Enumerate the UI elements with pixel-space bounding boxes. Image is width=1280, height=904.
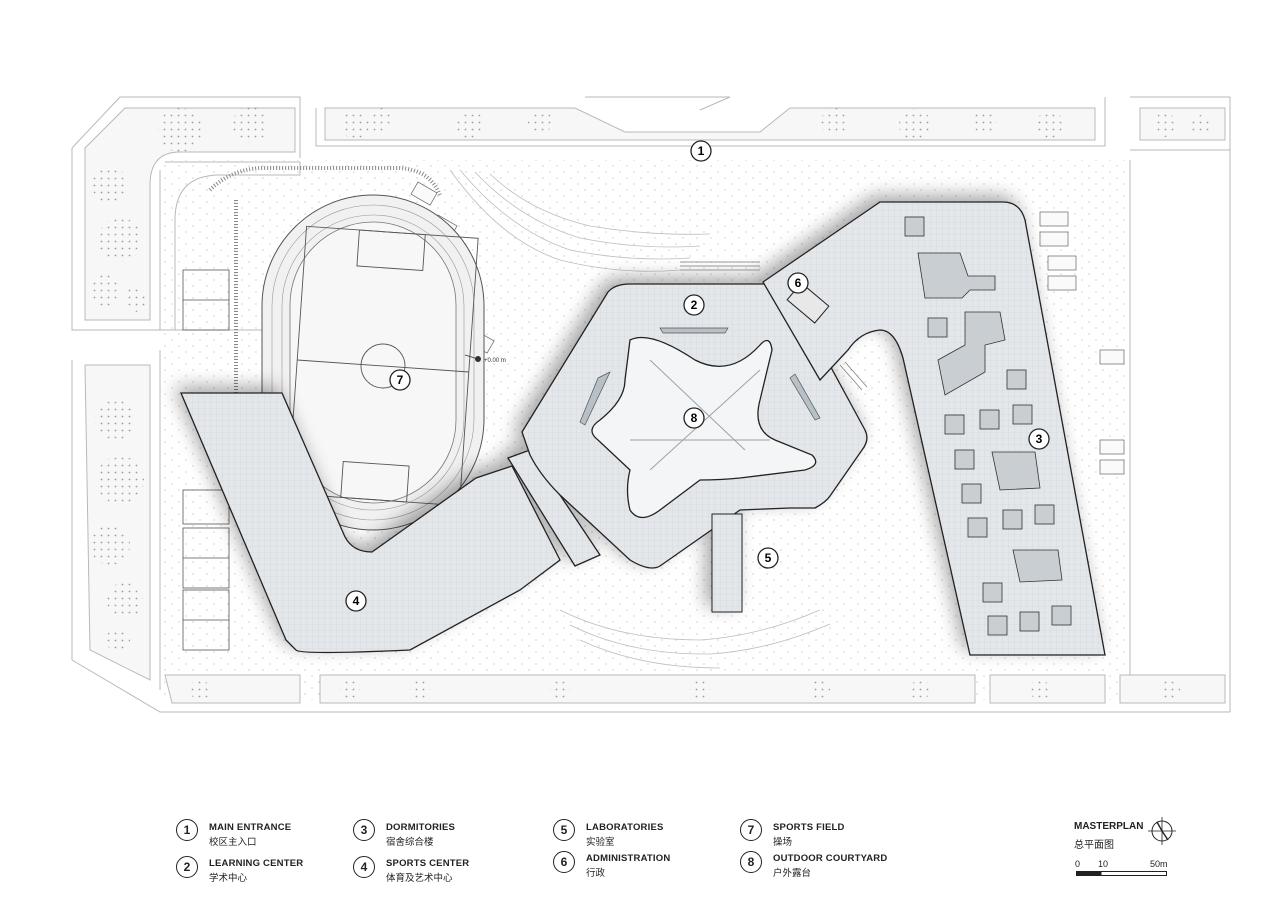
courtyard-paths xyxy=(630,359,770,471)
legend-label-zh: 行政 xyxy=(586,868,606,879)
legend-label-en: LABORATORIES xyxy=(586,822,664,833)
svg-text:8: 8 xyxy=(691,411,698,425)
marker-learning-center: 2 xyxy=(683,294,705,316)
marker-dormitories: 3 xyxy=(1028,428,1050,450)
marker-laboratories: 5 xyxy=(757,547,779,569)
masterplan-drawing: +0.00 m 1 2 3 4 5 6 7 8 xyxy=(71,96,1231,713)
legend-label-zh: 操场 xyxy=(773,837,793,848)
marker-administration: 6 xyxy=(787,272,809,294)
elevation-label: +0.00 m xyxy=(484,358,506,364)
legend-label-zh: 实验室 xyxy=(586,837,615,848)
north-arrow-icon xyxy=(1148,817,1176,845)
legend-label-en: SPORTS CENTER xyxy=(386,858,470,869)
svg-text:1: 1 xyxy=(698,144,705,158)
legend-number: 6 xyxy=(553,851,575,873)
svg-text:2: 2 xyxy=(691,298,698,312)
legend-number: 2 xyxy=(176,856,198,878)
legend-label-zh: 户外露台 xyxy=(773,868,812,879)
scale-label-0: 0 xyxy=(1075,859,1081,869)
sports-field-track xyxy=(208,166,485,550)
outdoor-courtyard xyxy=(591,336,817,519)
legend-label-zh: 校区主入口 xyxy=(209,837,257,848)
scale-label-50m: 50m xyxy=(1150,859,1168,869)
courts xyxy=(182,269,230,651)
dorm-courts xyxy=(904,216,1072,636)
legend-label-en: LEARNING CENTER xyxy=(209,858,304,869)
drawing-title-en: MASTERPLAN xyxy=(1074,821,1144,832)
svg-text:7: 7 xyxy=(397,373,404,387)
legend-number: 1 xyxy=(176,819,198,841)
legend-number: 7 xyxy=(740,819,762,841)
svg-text:6: 6 xyxy=(795,276,802,290)
plan-markers: 1 2 3 4 5 6 7 8 xyxy=(345,140,1050,612)
scale-bar-graphic xyxy=(1076,871,1167,876)
legend-label-zh: 体育及艺术中心 xyxy=(386,873,453,884)
contours xyxy=(449,169,831,669)
svg-text:4: 4 xyxy=(353,594,360,608)
marker-sports-field: 7 xyxy=(389,369,411,391)
marker-sports-center: 4 xyxy=(345,590,367,612)
marker-outdoor-courtyard: 8 xyxy=(683,407,705,429)
elevation-marker: +0.00 m xyxy=(464,354,506,364)
legend-label-en: ADMINISTRATION xyxy=(586,853,671,864)
legend-label-en: DORMITORIES xyxy=(386,822,456,833)
legend-label-zh: 学术中心 xyxy=(209,873,248,884)
legend-label-zh: 宿舍综合楼 xyxy=(386,837,434,848)
svg-text:3: 3 xyxy=(1036,432,1043,446)
legend-number: 4 xyxy=(353,856,375,878)
building-laboratories xyxy=(711,513,743,613)
legend-number: 3 xyxy=(353,819,375,841)
building-sports-center xyxy=(180,392,561,654)
legend-number: 8 xyxy=(740,851,762,873)
legend-label-en: SPORTS FIELD xyxy=(773,822,845,833)
drawing-title-zh: 总平面图 xyxy=(1074,840,1114,851)
legend-label-en: OUTDOOR COURTYARD xyxy=(773,853,888,864)
legend-number: 5 xyxy=(553,819,575,841)
building-dormitories xyxy=(762,201,1106,656)
marker-main-entrance: 1 xyxy=(690,140,712,162)
svg-text:5: 5 xyxy=(765,551,772,565)
legend-label-en: MAIN ENTRANCE xyxy=(209,822,292,833)
tree-canopies xyxy=(89,107,1210,700)
scale-label-10: 10 xyxy=(1098,859,1109,869)
